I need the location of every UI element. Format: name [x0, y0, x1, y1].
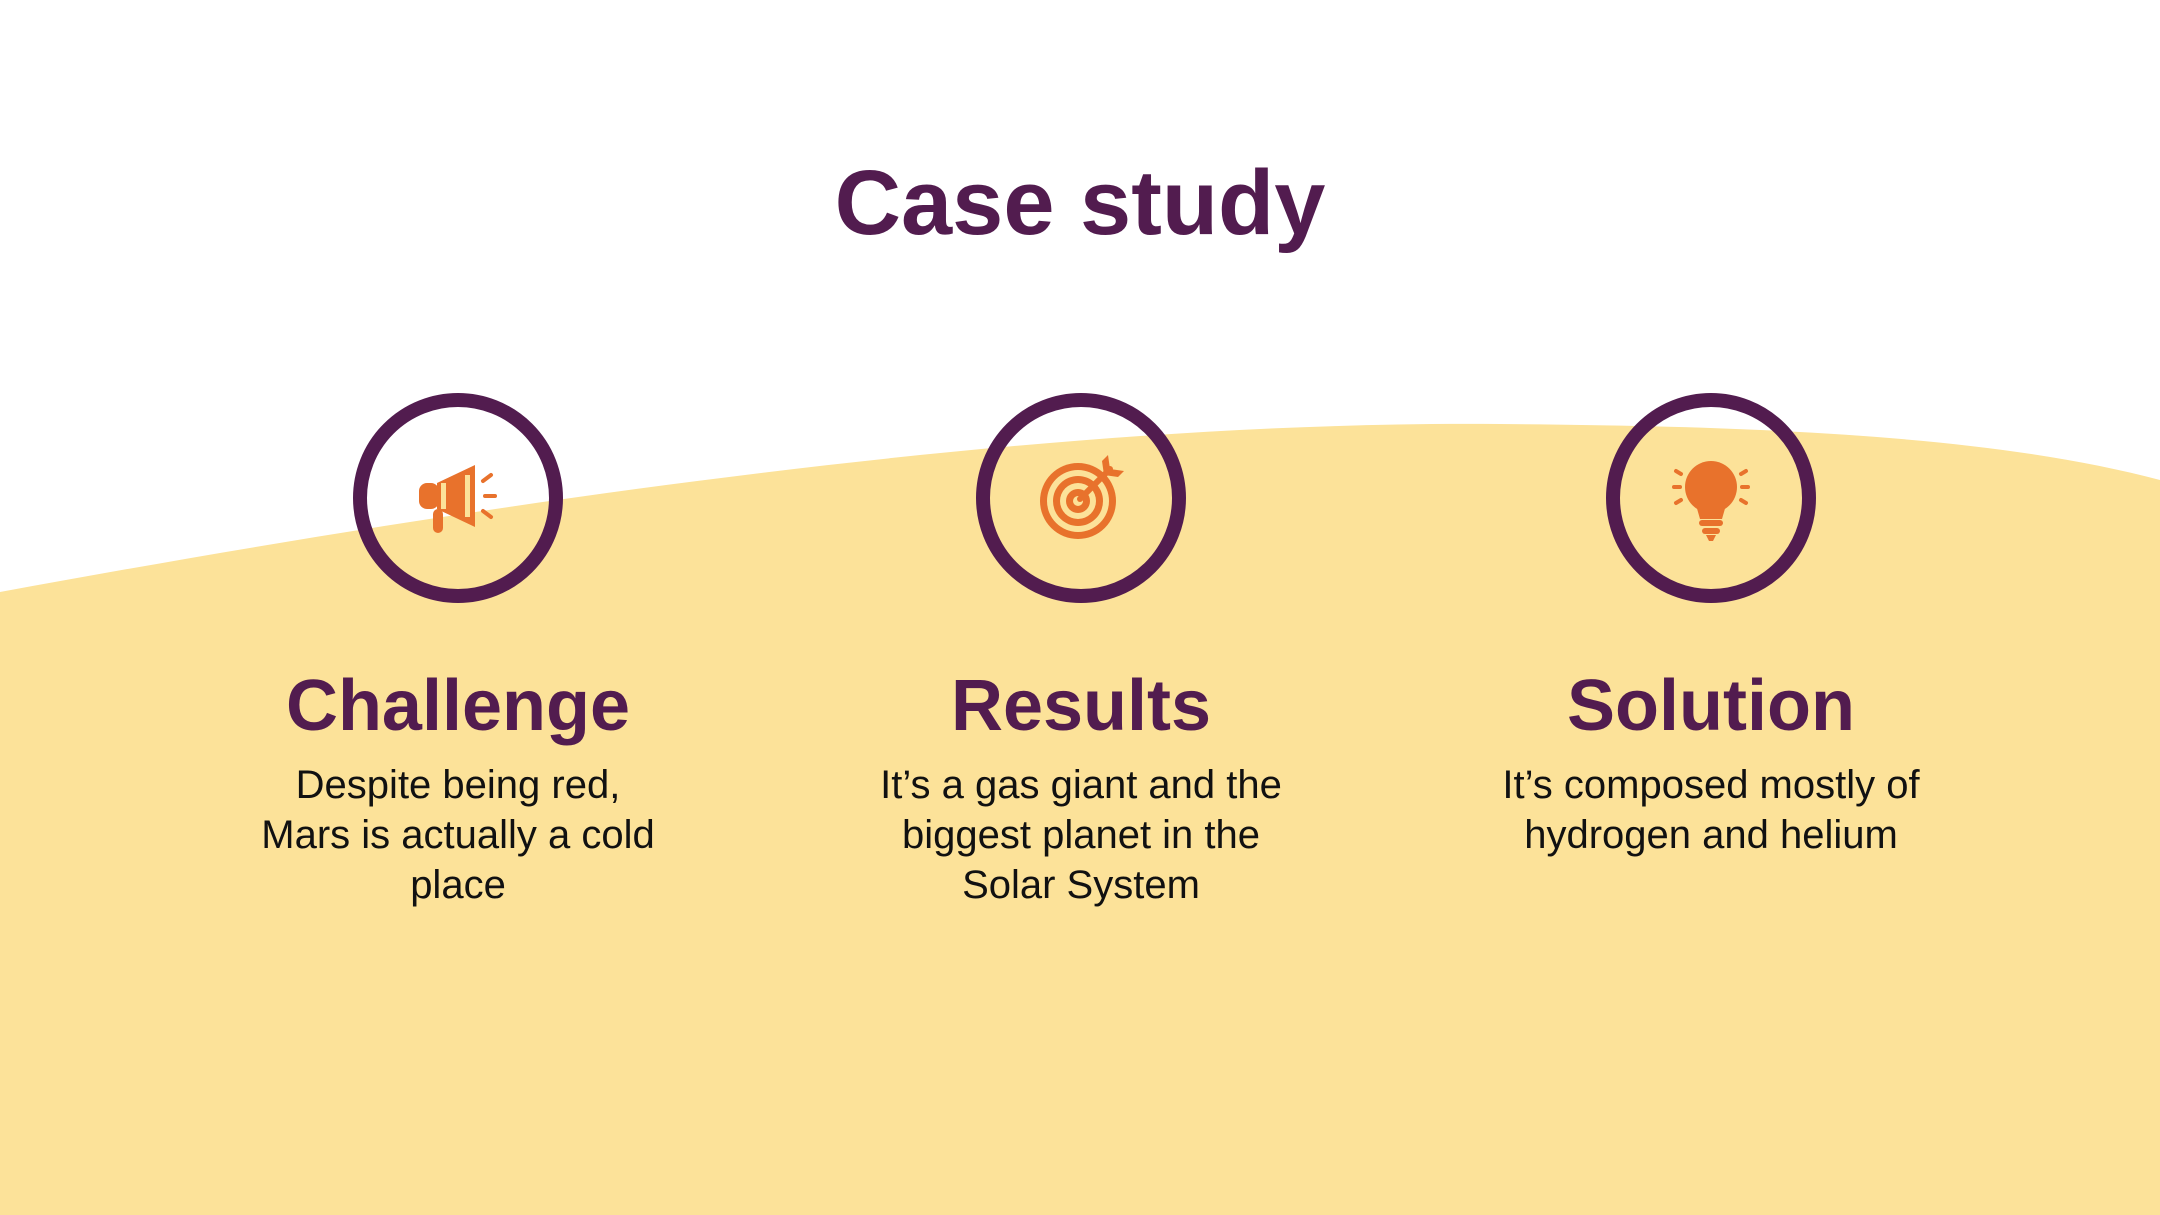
card-title: Solution: [1567, 666, 1855, 746]
lightbulb-icon: [1672, 461, 1750, 541]
card-results: Results It’s a gas giant and the biggest…: [771, 393, 1391, 910]
card-text: It’s composed mostly of hydrogen and hel…: [1502, 763, 1920, 857]
card-title: Results: [950, 666, 1212, 746]
slide-title: Case study: [834, 152, 1326, 254]
icon-ring: [1606, 393, 1816, 603]
megaphone-icon: [419, 465, 497, 533]
card-text: Despite being red, Mars is actually a co…: [261, 763, 655, 907]
target-icon: [1040, 455, 1124, 539]
card-challenge: Challenge Despite being red, Mars is act…: [148, 393, 768, 910]
card-solution: Solution It’s composed mostly of hydroge…: [1401, 393, 2021, 860]
icon-ring: [353, 393, 563, 603]
icon-ring: [976, 393, 1186, 603]
card-text: It’s a gas giant and the biggest planet …: [880, 763, 1282, 907]
card-title: Challenge: [285, 666, 631, 746]
